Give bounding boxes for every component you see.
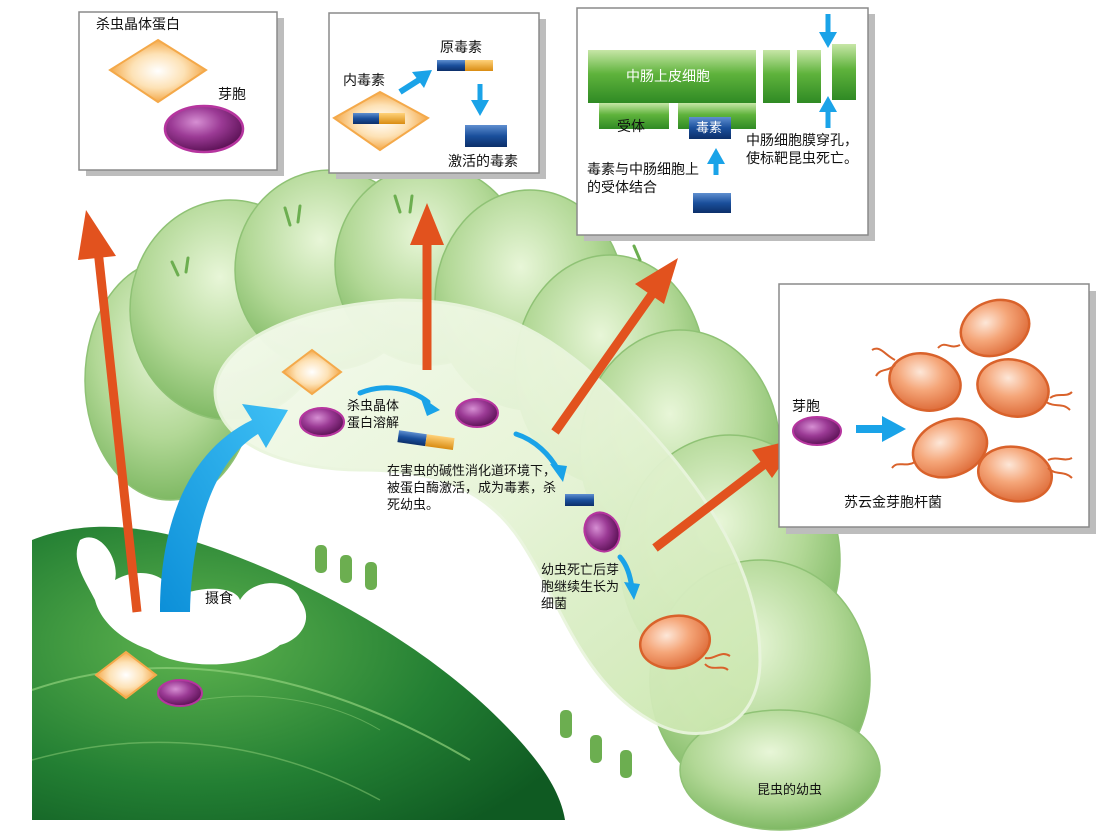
receptor-left: [599, 103, 669, 129]
epithelial-cells: [588, 50, 756, 103]
box-crystal: [78, 11, 284, 176]
label-binding: 毒素与中肠细胞上的受体结合: [587, 162, 699, 196]
box-spore: [792, 416, 842, 446]
label-receptor: 受体: [617, 119, 645, 135]
leaf-spore: [157, 679, 203, 707]
leaf-crystal: [94, 650, 158, 700]
label-after-death: 幼虫死亡后芽胞继续生长为细菌: [541, 563, 620, 612]
label-box-spore: 芽胞: [792, 399, 820, 415]
label-perforation: 中肠细胞膜穿孔，使标靶昆虫死亡。: [746, 133, 858, 167]
crystal-icon: [108, 38, 208, 104]
label-ingestion: 摄食: [205, 591, 233, 607]
bite-hole: [76, 537, 307, 665]
label-dissolve: 杀虫晶体蛋白溶解: [347, 399, 400, 431]
label-epithelial-cells: 中肠上皮细胞: [626, 69, 710, 85]
gut-crystal: [281, 348, 343, 396]
gut-protoxin: [397, 430, 455, 450]
box-bacterium: [778, 283, 1096, 534]
ingestion-arrow: [160, 404, 288, 612]
label-spore: 芽胞: [218, 87, 246, 103]
spore-icon: [163, 104, 245, 154]
gut-spore-3: [583, 511, 621, 553]
label-activated-toxin: 激活的毒素: [448, 154, 518, 170]
label-crystal-protein: 杀虫晶体蛋白: [96, 17, 180, 33]
gut-bacterium: [638, 614, 731, 671]
box-activation: [328, 12, 546, 179]
label-endotoxin: 内毒素: [343, 73, 385, 89]
label-bacterium: 苏云金芽胞杆菌: [844, 495, 942, 511]
label-alkaline: 在害虫的碱性消化道环境下，被蛋白酶激活，成为毒素，杀死幼虫。: [387, 464, 557, 513]
larva-body: [84, 164, 881, 831]
bacteria-cluster: [888, 298, 1053, 503]
gut-spore-1: [299, 407, 345, 437]
red-arrows: [78, 203, 800, 613]
box-midgut: [576, 7, 875, 241]
label-protoxin: 原毒素: [440, 40, 482, 56]
label-toxin: 毒素: [696, 121, 723, 136]
gut-spore-2: [455, 398, 499, 428]
process-arrowheads: [420, 396, 640, 600]
label-larva: 昆虫的幼虫: [757, 783, 823, 798]
gut-toxin: [565, 494, 594, 506]
